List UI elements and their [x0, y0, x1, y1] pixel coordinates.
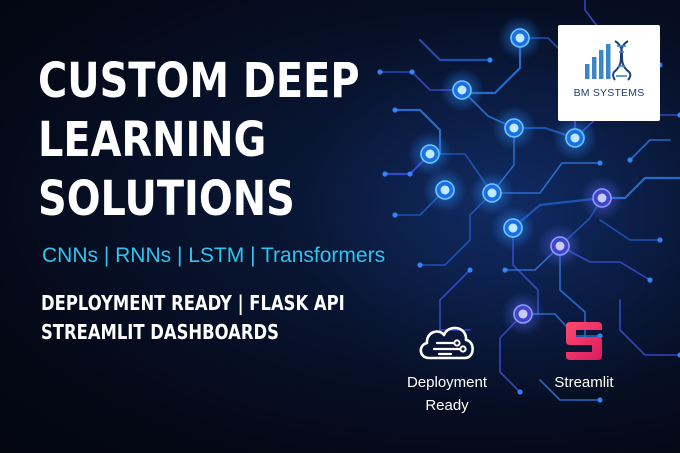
network-junction-dot: [487, 57, 493, 63]
network-node: [553, 116, 597, 160]
headline: CUSTOM DEEP LEARNING SOLUTIONS: [38, 52, 360, 229]
network-node: [408, 132, 452, 176]
network-node: [423, 168, 467, 212]
streamlit-badge: Streamlit: [534, 320, 634, 393]
network-node: [498, 16, 542, 60]
network-node: [440, 68, 484, 112]
headline-line-1: CUSTOM DEEP: [38, 53, 360, 109]
network-junction-dot: [392, 212, 398, 218]
headline-line-2: LEARNING: [38, 112, 267, 168]
network-junction-dot: [647, 277, 653, 283]
network-node: [491, 206, 535, 250]
technologies-list: CNNs | RNNs | LSTM | Transformers: [42, 244, 386, 267]
network-junction-dot: [517, 389, 523, 395]
network-junction-dot: [377, 69, 383, 75]
features-line-2: STREAMLIT DASHBOARDS: [41, 320, 279, 344]
features-list: DEPLOYMENT READY | FLASK API STREAMLIT D…: [41, 289, 345, 347]
network-junction-dot: [409, 69, 415, 75]
network-node: [538, 224, 582, 268]
cloud-icon: [419, 326, 474, 360]
network-node: [492, 106, 536, 150]
network-junction-dot: [677, 352, 680, 358]
network-junction-dot: [502, 267, 508, 273]
network-junction-dot: [417, 262, 423, 268]
deployment-ready-badge: Deployment Ready: [392, 320, 502, 416]
network-node: [580, 176, 624, 220]
network-node: [470, 171, 514, 215]
network-node: [501, 292, 545, 336]
streamlit-icon: [566, 322, 602, 360]
network-junction-dot: [467, 267, 473, 273]
company-logo: BM SYSTEMS: [558, 25, 660, 121]
deployment-label-line-1: Deployment: [406, 374, 488, 391]
network-junction-dot: [382, 171, 388, 177]
network-junction-dot: [392, 107, 398, 113]
network-junction-dot: [407, 171, 413, 177]
network-junction-dot: [597, 397, 603, 403]
network-junction-dot: [657, 237, 663, 243]
bar-chart-dna-icon: [585, 40, 632, 81]
company-name: BM SYSTEMS: [573, 87, 645, 99]
network-junction-dot: [597, 160, 603, 166]
streamlit-label: Streamlit: [554, 374, 614, 391]
headline-line-3: SOLUTIONS: [38, 171, 295, 227]
network-junction-dot: [627, 157, 633, 163]
deployment-label-line-2: Ready: [425, 397, 469, 414]
features-line-1: DEPLOYMENT READY | FLASK API: [41, 291, 345, 315]
network-junction-dot: [677, 112, 680, 118]
